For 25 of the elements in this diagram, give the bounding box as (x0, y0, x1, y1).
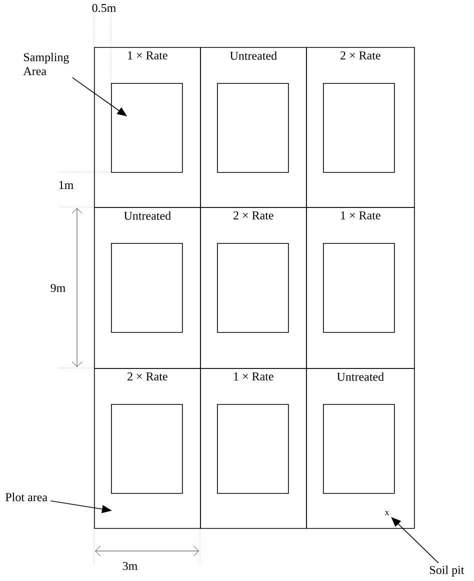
pit-mark: x (384, 510, 390, 516)
callout-label: Sampling Area (23, 52, 69, 76)
sampling-box (111, 83, 183, 173)
sampling-box (217, 404, 289, 494)
plot-cell: 1 × Rate (306, 207, 415, 369)
plot-cell: 1 × Rate (94, 47, 201, 208)
dimension-label: 1m (59, 181, 74, 189)
sampling-box (217, 83, 289, 173)
dimension-label: 0.5m (92, 4, 116, 12)
sampling-box (323, 404, 395, 494)
plot-cell: Untreated (200, 47, 307, 208)
sampling-box (111, 404, 183, 494)
dimension-label: 3m (122, 562, 138, 570)
dimension-label: 9m (50, 284, 66, 292)
plot-cell: 1 × Rate (200, 368, 307, 529)
sampling-box (323, 83, 395, 173)
plot-cell: 2 × Rate (200, 207, 307, 369)
callout-label: Soil pit (430, 566, 464, 576)
plot-cell: Untreated (94, 207, 201, 369)
sampling-box (111, 243, 183, 333)
sampling-box (323, 243, 395, 333)
plot-cell: 2 × Rate (306, 47, 415, 208)
plot-cell: 2 × Rate (94, 368, 201, 529)
callout-label: Plot area (6, 492, 48, 502)
sampling-box (217, 243, 289, 333)
